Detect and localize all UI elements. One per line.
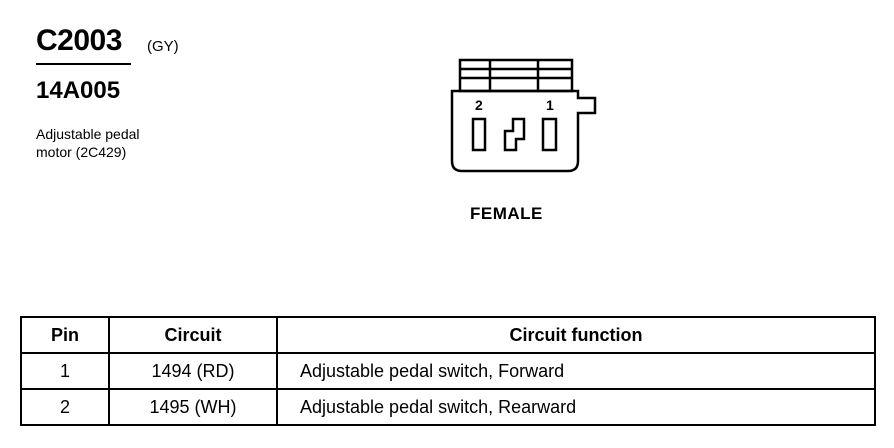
connector-description: Adjustable pedal motor (2C429) xyxy=(36,125,196,161)
table-header-row: Pin Circuit Circuit function xyxy=(20,316,876,354)
header-pin: Pin xyxy=(20,316,110,354)
keying-feature xyxy=(503,117,526,152)
table-row: 2 1495 (WH) Adjustable pedal switch, Rea… xyxy=(20,388,876,426)
connector-gender-label: FEMALE xyxy=(470,204,543,223)
part-number: 14A005 xyxy=(36,77,121,104)
cell-circuit-function: Adjustable pedal switch, Forward xyxy=(276,352,876,390)
cell-circuit: 1495 (WH) xyxy=(108,388,278,426)
pin-label-2: 2 xyxy=(475,97,483,113)
cavity-pin-1 xyxy=(541,117,558,152)
cell-pin: 1 xyxy=(20,352,110,390)
connector-id: C2003 xyxy=(36,24,122,57)
cell-circuit: 1494 (RD) xyxy=(108,352,278,390)
connector-latch xyxy=(458,58,574,93)
connector-color: (GY) xyxy=(147,38,179,55)
cell-circuit-function: Adjustable pedal switch, Rearward xyxy=(276,388,876,426)
title-rule xyxy=(36,63,131,65)
pin-label-1: 1 xyxy=(546,97,554,113)
description-line-1: Adjustable pedal xyxy=(36,126,140,142)
cavity-pin-2 xyxy=(471,117,487,152)
connector-body xyxy=(450,89,597,173)
header-circuit-function: Circuit function xyxy=(276,316,876,354)
header-circuit: Circuit xyxy=(108,316,278,354)
cell-pin: 2 xyxy=(20,388,110,426)
connector-face-diagram: 2 1 xyxy=(450,58,597,173)
description-line-2: motor (2C429) xyxy=(36,144,127,160)
pinout-table: Pin Circuit Circuit function 1 1494 (RD)… xyxy=(20,316,876,426)
table-row: 1 1494 (RD) Adjustable pedal switch, For… xyxy=(20,352,876,390)
